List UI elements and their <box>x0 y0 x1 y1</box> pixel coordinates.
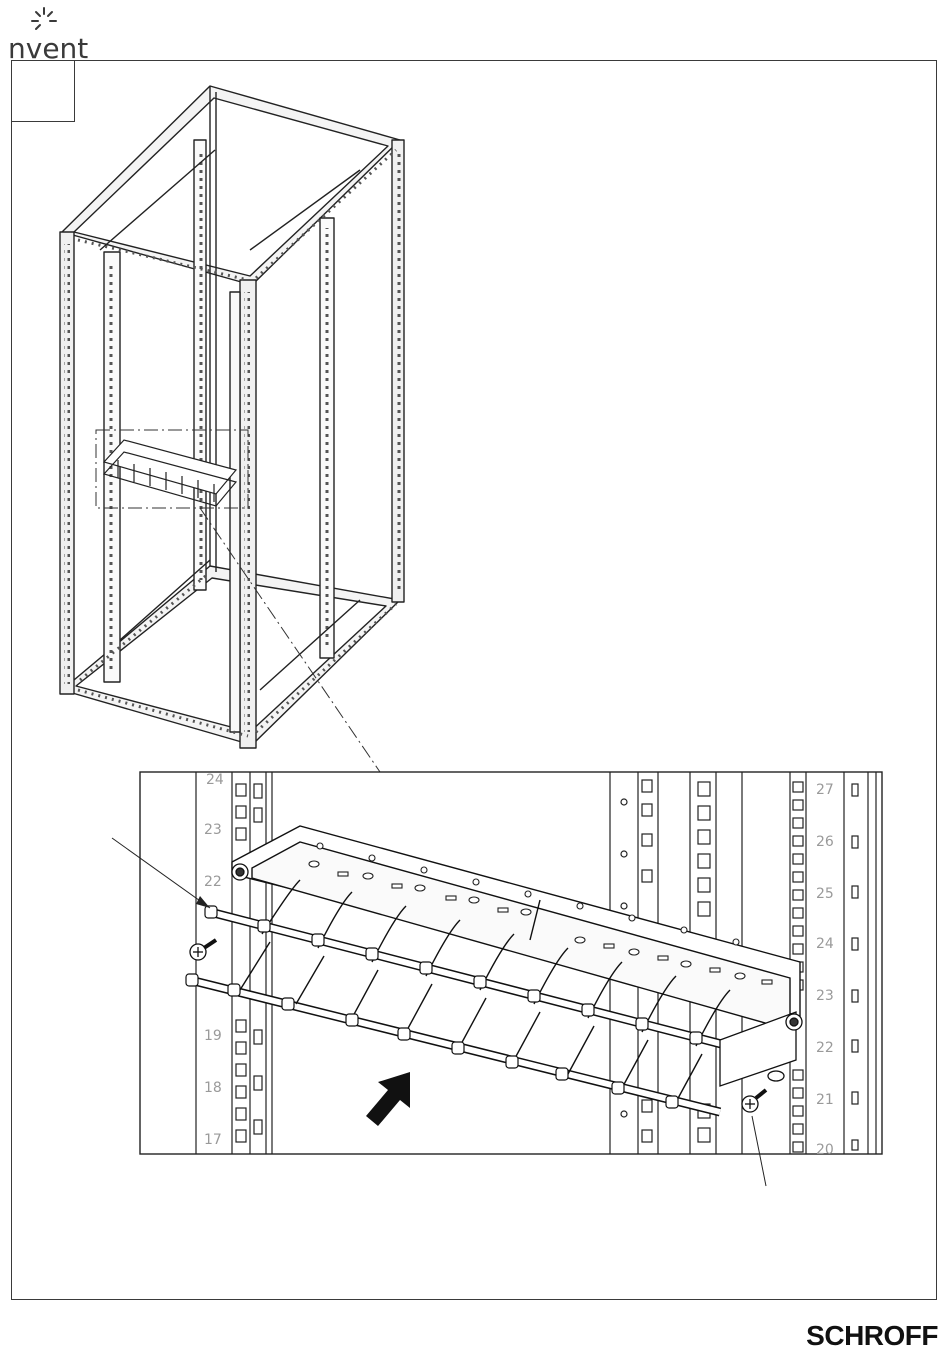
right-rail-unit: 21 <box>816 1092 834 1108</box>
schroff-brand-logo: SCHROFF <box>806 1320 938 1352</box>
right-rail-unit: 23 <box>816 988 834 1004</box>
right-rail-unit: 24 <box>816 936 834 952</box>
left-rail-unit: 23 <box>204 822 222 838</box>
left-mount-bracket <box>232 864 248 880</box>
left-rail-unit: 24 <box>206 772 224 788</box>
rack-frame <box>60 86 404 748</box>
left-rail-unit: 22 <box>204 874 222 890</box>
left-rail-unit: 18 <box>204 1080 222 1096</box>
detail-view: 24 23 22 19 18 17 <box>140 772 882 1158</box>
right-rail-unit: 25 <box>816 886 834 902</box>
left-rail-unit: 17 <box>204 1132 222 1148</box>
left-rail-unit: 19 <box>204 1028 222 1044</box>
right-rail-unit: 26 <box>816 834 834 850</box>
right-rail-unit: 27 <box>816 782 834 798</box>
right-rail-unit: 22 <box>816 1040 834 1056</box>
right-rail-unit: 20 <box>816 1142 834 1158</box>
